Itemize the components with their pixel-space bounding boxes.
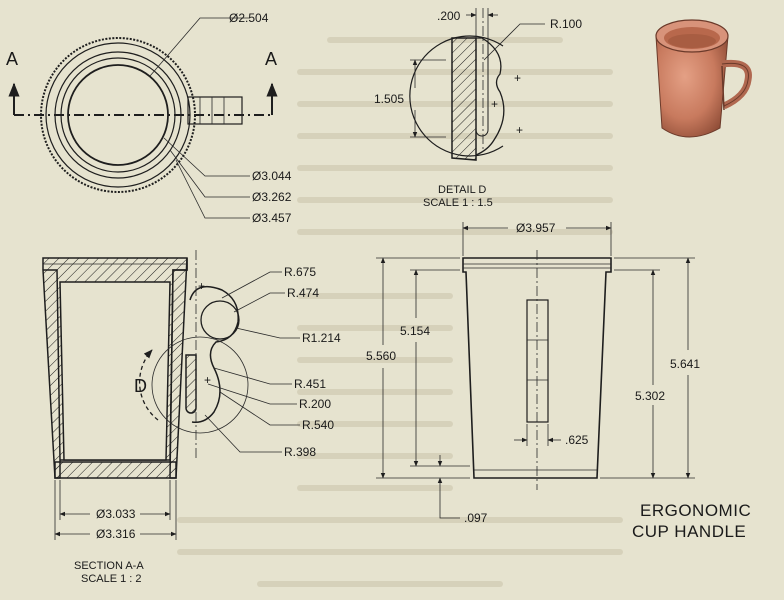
center-mark: + — [204, 373, 211, 387]
dim-dia-2504: Ø2.504 — [229, 11, 269, 25]
leader-3262 — [169, 149, 250, 198]
detail-d-view: .200 R.100 1.505 + + + DETAIL D SCALE 1 … — [374, 8, 582, 209]
detail-marker-d: D — [134, 376, 147, 396]
handle-grip-circle — [200, 300, 240, 340]
dim-r474: R.474 — [287, 286, 319, 300]
section-label-a-right: A — [265, 49, 277, 69]
dim-body-height: 5.302 — [635, 389, 665, 403]
cup-side-outline — [462, 257, 612, 479]
cup-base-hatch — [54, 461, 177, 479]
dim-dia-3044: Ø3.044 — [252, 169, 292, 183]
dim-inner-height: 5.154 — [400, 324, 430, 338]
dim-handle-width: .625 — [565, 433, 589, 447]
drawing-title-line2: CUP HANDLE — [632, 522, 746, 541]
cup-wall-right-hatch — [169, 257, 188, 479]
center-mark: + — [491, 97, 498, 111]
center-mark: + — [516, 123, 523, 137]
leader-3044 — [163, 137, 250, 177]
handle-top-outline — [187, 96, 243, 125]
dim-r675: R.675 — [284, 265, 316, 279]
detail-d-scale: SCALE 1 : 1.5 — [423, 197, 493, 209]
leader-2504 — [149, 17, 250, 77]
section-a-a-scale: SCALE 1 : 2 — [81, 573, 142, 585]
center-mark: + — [514, 71, 521, 85]
detail-slot — [475, 40, 489, 137]
background-text-texture — [177, 37, 623, 587]
section-a-a-caption: SECTION A-A — [74, 560, 144, 572]
leader-3457 — [175, 159, 250, 219]
section-label-a-left: A — [6, 49, 18, 69]
detail-handle-profile — [475, 37, 505, 156]
dim-detail-height: 1.505 — [374, 92, 404, 106]
dim-r398: R.398 — [284, 445, 316, 459]
handle-section-outline — [189, 285, 239, 424]
center-mark: + — [198, 279, 205, 293]
section-a-a-view: D + + R.675 R.474 R1.214 R.451 R.200 R.5… — [42, 250, 341, 585]
dim-section-height: 5.560 — [366, 349, 396, 363]
dim-r451: R.451 — [294, 377, 326, 391]
cup-interior — [59, 281, 171, 461]
handle-slot — [185, 354, 197, 414]
top-view: A A Ø2.504 Ø3.044 Ø3.262 Ø3.457 — [6, 11, 292, 225]
dim-bottom-inner: Ø3.033 — [96, 507, 136, 521]
dim-r200: R.200 — [299, 397, 331, 411]
detail-d-caption: DETAIL D — [438, 184, 486, 196]
detail-d-callout-circle — [151, 336, 249, 434]
dim-dia-3457: Ø3.457 — [252, 211, 292, 225]
dim-r540: R.540 — [302, 418, 334, 432]
dim-dia-3262: Ø3.262 — [252, 190, 292, 204]
handle-front-outline — [526, 299, 549, 423]
dim-r1214: R1.214 — [302, 331, 341, 345]
detail-wall-hatch — [451, 37, 477, 161]
cup-3d-render — [655, 19, 752, 138]
dim-detail-radius: R.100 — [550, 17, 582, 31]
side-view: Ø3.957 5.641 5.302 5.560 5.154 .625 .097 — [366, 221, 700, 525]
dim-base-thickness: .097 — [464, 511, 488, 525]
drawing-title-line1: ERGONOMIC — [640, 501, 751, 520]
dim-top-dia: Ø3.957 — [516, 221, 556, 235]
dim-detail-width: .200 — [437, 9, 461, 23]
dim-side-height: 5.641 — [670, 357, 700, 371]
dim-bottom-outer: Ø3.316 — [96, 527, 136, 541]
